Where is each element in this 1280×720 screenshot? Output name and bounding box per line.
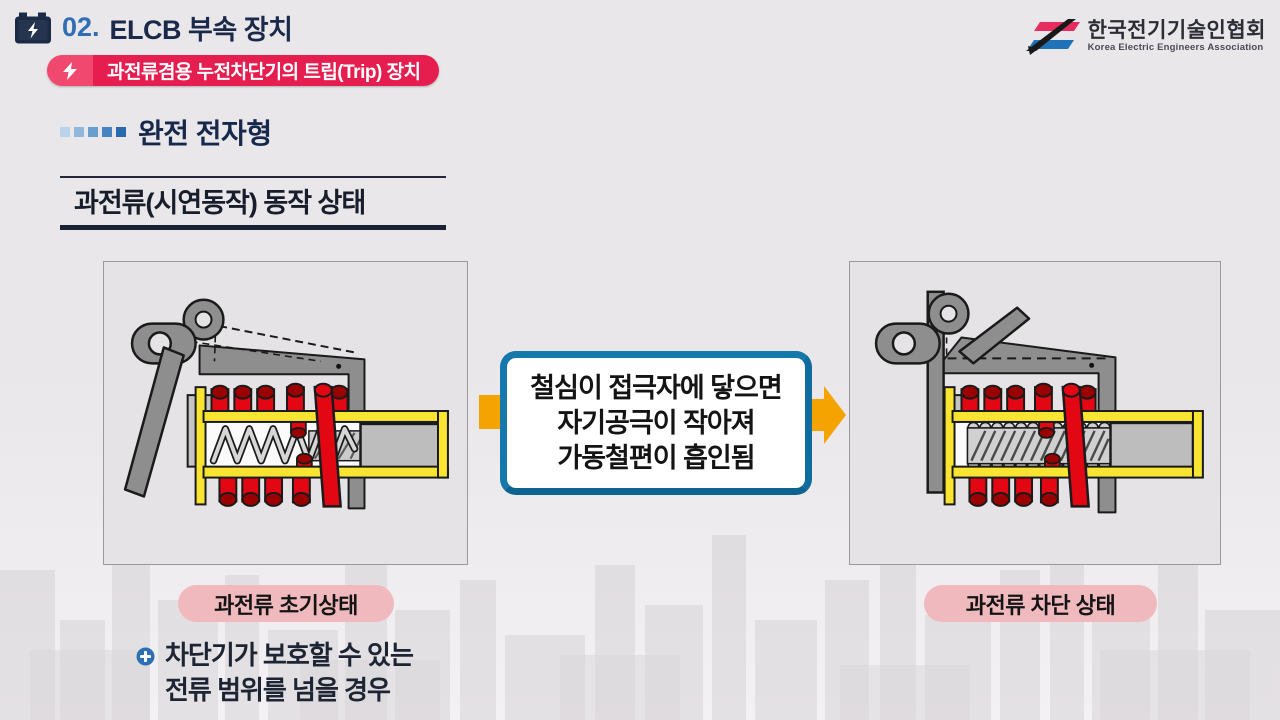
label-initial-state: 과전류 초기상태 [178, 585, 394, 622]
org-logo-text: 한국전기기술인협회 Korea Electric Engineers Assoc… [1087, 18, 1266, 53]
coil-front-turn-cap [1061, 382, 1081, 398]
page-title: ELCB 부속 장치 [109, 15, 293, 45]
plus-circle-icon [136, 647, 155, 666]
trip-lever-rod [123, 346, 185, 498]
condition-note-line-1: 차단기가 보호할 수 있는 [165, 640, 414, 670]
battery-bolt-icon [15, 12, 51, 43]
org-logo: 한국전기기술인협회 Korea Electric Engineers Assoc… [1024, 16, 1266, 56]
pivot-dot [336, 363, 342, 369]
section-heading: 완전 전자형 [60, 112, 272, 152]
topic-badge-label: 과전류겸용 누전차단기의 트립(Trip) 장치 [93, 55, 439, 86]
label-tripped-state: 과전류 차단 상태 [924, 585, 1157, 622]
kea-logo-mark [1025, 19, 1080, 55]
coil-bottom-turns [218, 473, 311, 507]
trip-lever-rod [958, 306, 1031, 365]
condition-note-line-2: 전류 범위를 넘을 경우 [165, 675, 391, 705]
condition-note-text: 차단기가 보호할 수 있는 전류 범위를 넘을 경우 [165, 638, 414, 708]
coil-top-turns [960, 382, 1097, 417]
condition-note: 차단기가 보호할 수 있는 전류 범위를 넘을 경우 [136, 638, 414, 708]
section-heading-label: 완전 전자형 [138, 118, 272, 149]
subheading-label: 과전류(시연동작) 동작 상태 [74, 188, 366, 218]
trip-mechanism-initial-drawing [123, 298, 449, 510]
org-name-english: Korea Electric Engineers Association [1087, 41, 1264, 53]
org-name-korean: 한국전기기술인협회 [1087, 18, 1266, 42]
arrow-stub-left [479, 395, 500, 429]
callout-line-2: 자기공극이 작아져 [557, 407, 755, 438]
callout-box: 철심이 접극자에 닿으면 자기공극이 작아져 가동철편이 흡인됨 [500, 351, 812, 495]
arrow-right-icon [810, 386, 846, 444]
yoke [198, 344, 366, 510]
callout-line-3: 가동철편이 흡인됨 [557, 442, 755, 473]
header-number: 02. [62, 12, 100, 42]
coil-cut-stubs [290, 420, 313, 472]
diagram-initial-state [103, 261, 468, 565]
topic-badge: 과전류겸용 누전차단기의 트립(Trip) 장치 [47, 55, 439, 86]
callout-line-1: 철심이 접극자에 닿으면 [530, 372, 782, 403]
dashed-armature-outline [190, 303, 355, 363]
pivot-dot [1089, 362, 1095, 368]
coil-front-turn-cap [313, 382, 333, 398]
heading-bullet-squares [60, 127, 126, 137]
trip-mechanism-tripped-drawing [874, 290, 1204, 514]
coil-bottom-turns [968, 473, 1059, 507]
diagram-tripped-state [849, 261, 1221, 565]
header: 02. ELCB 부속 장치 [14, 8, 293, 47]
moving-iron-core [1109, 421, 1195, 470]
moving-iron-core [359, 422, 442, 469]
lightning-icon [47, 55, 93, 86]
subheading-box: 과전류(시연동작) 동작 상태 [60, 176, 446, 230]
